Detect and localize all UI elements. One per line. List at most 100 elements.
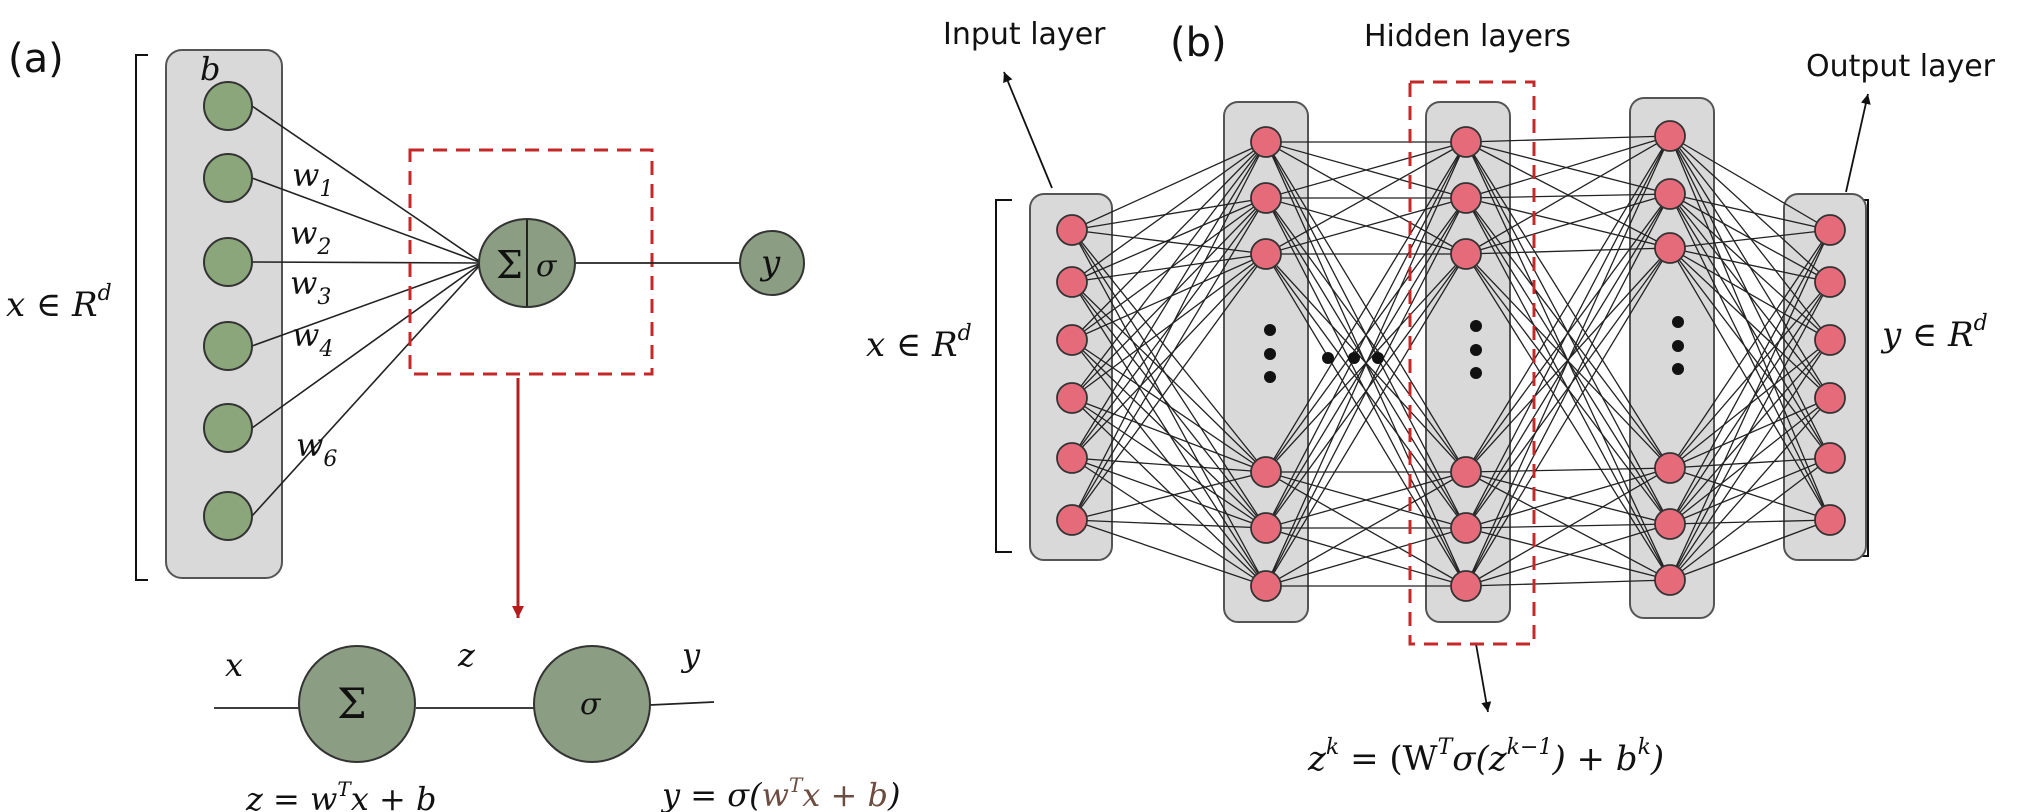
- network-edge: [1669, 457, 1831, 525]
- network-edge: [1265, 253, 1467, 587]
- network-edge: [1465, 527, 1671, 581]
- neuron-sum-symbol: Σ: [496, 243, 523, 287]
- input-node-a: [203, 491, 253, 541]
- network-edge: [1465, 467, 1671, 529]
- output-neuron: [1814, 214, 1846, 246]
- network-edge: [1071, 397, 1267, 473]
- weight-label-w4: w4: [292, 316, 333, 362]
- hidden-neuron: [1250, 238, 1282, 270]
- detail-z-label: z: [457, 636, 476, 674]
- network-edge: [1465, 579, 1671, 587]
- input-vector-label-a: x ∈ Rd: [6, 281, 112, 325]
- output-label-a: y: [759, 243, 781, 283]
- network-edge: [1465, 523, 1671, 587]
- input-layer-title: Input layer: [943, 17, 1106, 52]
- network-edge: [1465, 135, 1671, 473]
- input-bracket-b: [995, 199, 1012, 553]
- detail-sum-symbol: Σ: [337, 679, 367, 728]
- network-edge: [1669, 247, 1831, 283]
- network-edge: [1465, 193, 1671, 255]
- network-edge: [1071, 457, 1267, 473]
- network-edge: [1071, 471, 1267, 521]
- network-edge: [1071, 141, 1267, 399]
- hidden-neuron: [1654, 564, 1686, 596]
- network-nodes: [1056, 120, 1846, 602]
- hidden-neuron: [1250, 512, 1282, 544]
- hidden-neuron: [1250, 182, 1282, 214]
- network-edge: [1071, 253, 1267, 341]
- network-edge: [1071, 339, 1267, 529]
- input-layer-box-b: [1029, 193, 1113, 561]
- input-node-a: [203, 81, 253, 131]
- network-edge: [1669, 193, 1831, 341]
- network-edge: [1669, 457, 1831, 581]
- hidden-neuron: [1450, 126, 1482, 158]
- neuron-detail: Σ σ x z y z = wTx + b y = σ(wTx + b): [214, 636, 900, 812]
- z-formula: z = wTx + b: [245, 777, 436, 812]
- detail-sigma-symbol: σ: [580, 687, 602, 722]
- network-edge: [1669, 281, 1831, 581]
- input-bracket-a: [135, 54, 148, 581]
- network-edge: [1071, 197, 1267, 459]
- hidden-neuron: [1250, 570, 1282, 602]
- network-edge: [1465, 135, 1671, 143]
- hidden-neuron: [1450, 238, 1482, 270]
- network-edge: [1265, 141, 1467, 587]
- input-node-a: [203, 321, 253, 371]
- hidden-neuron: [1654, 178, 1686, 210]
- network-edge: [1265, 141, 1467, 199]
- network-edge: [1071, 197, 1267, 521]
- output-vector-label-b: y ∈ Rd: [1880, 311, 1988, 355]
- network-edge: [1071, 457, 1267, 587]
- network-edge: [1071, 229, 1267, 529]
- panel-a-label: (a): [8, 36, 64, 82]
- output-neuron: [1814, 382, 1846, 414]
- panel-b-label: (b): [1170, 20, 1227, 66]
- input-layer-box-a: [165, 49, 283, 579]
- network-edge: [1669, 519, 1831, 581]
- hidden-neuron: [1250, 456, 1282, 488]
- network-edge: [1071, 141, 1267, 341]
- network-edge: [1071, 197, 1267, 231]
- network-edge: [1265, 471, 1467, 529]
- weight-label-w6: w6: [296, 426, 337, 472]
- y-formula: y = σ(wTx + b): [660, 773, 900, 812]
- network-edge: [1669, 397, 1831, 581]
- output-neuron: [1814, 266, 1846, 298]
- input-neuron: [1056, 266, 1088, 298]
- network-edge: [1669, 193, 1831, 459]
- input-node-a: [203, 153, 253, 203]
- detail-sum-node: [298, 645, 416, 763]
- panel-a: (a) x ∈ Rd b w1 w2: [6, 36, 900, 812]
- network-edge: [1071, 197, 1267, 283]
- network-edge: [1669, 193, 1831, 231]
- network-connections: [1071, 135, 1831, 587]
- network-edge: [1265, 471, 1467, 587]
- network-edge: [1669, 467, 1831, 521]
- network-edge: [1071, 141, 1267, 459]
- network-edge: [1669, 229, 1831, 249]
- output-neuron: [1814, 442, 1846, 474]
- hidden-neuron: [1654, 120, 1686, 152]
- input-nodes-a: [203, 81, 253, 541]
- input-connections-a: [251, 105, 483, 517]
- hidden-layer-highlight-box: [1408, 80, 1536, 646]
- hidden-layers-title: Hidden layers: [1364, 19, 1571, 54]
- input-neuron: [1056, 442, 1088, 474]
- hidden-neuron: [1250, 126, 1282, 158]
- network-edge: [1669, 247, 1831, 341]
- hidden-neuron: [1654, 508, 1686, 540]
- hidden-layer-box-2: [1425, 101, 1511, 623]
- network-edge: [1071, 253, 1267, 283]
- network-edge: [1465, 247, 1671, 587]
- network-edge: [1465, 141, 1671, 195]
- network-edge: [1071, 397, 1267, 587]
- neuron-highlight-box: [408, 148, 654, 376]
- network-edge: [1669, 397, 1831, 469]
- input-node-a: [203, 237, 253, 287]
- input-neuron: [1056, 382, 1088, 414]
- layer-formula: zk = (WTσ(zk−1) + bk): [1307, 735, 1664, 779]
- panel-b: (b) Input layer Hidden layers Output lay…: [866, 17, 1996, 779]
- ellipsis-dots: [1264, 316, 1684, 383]
- network-edge: [1465, 135, 1671, 587]
